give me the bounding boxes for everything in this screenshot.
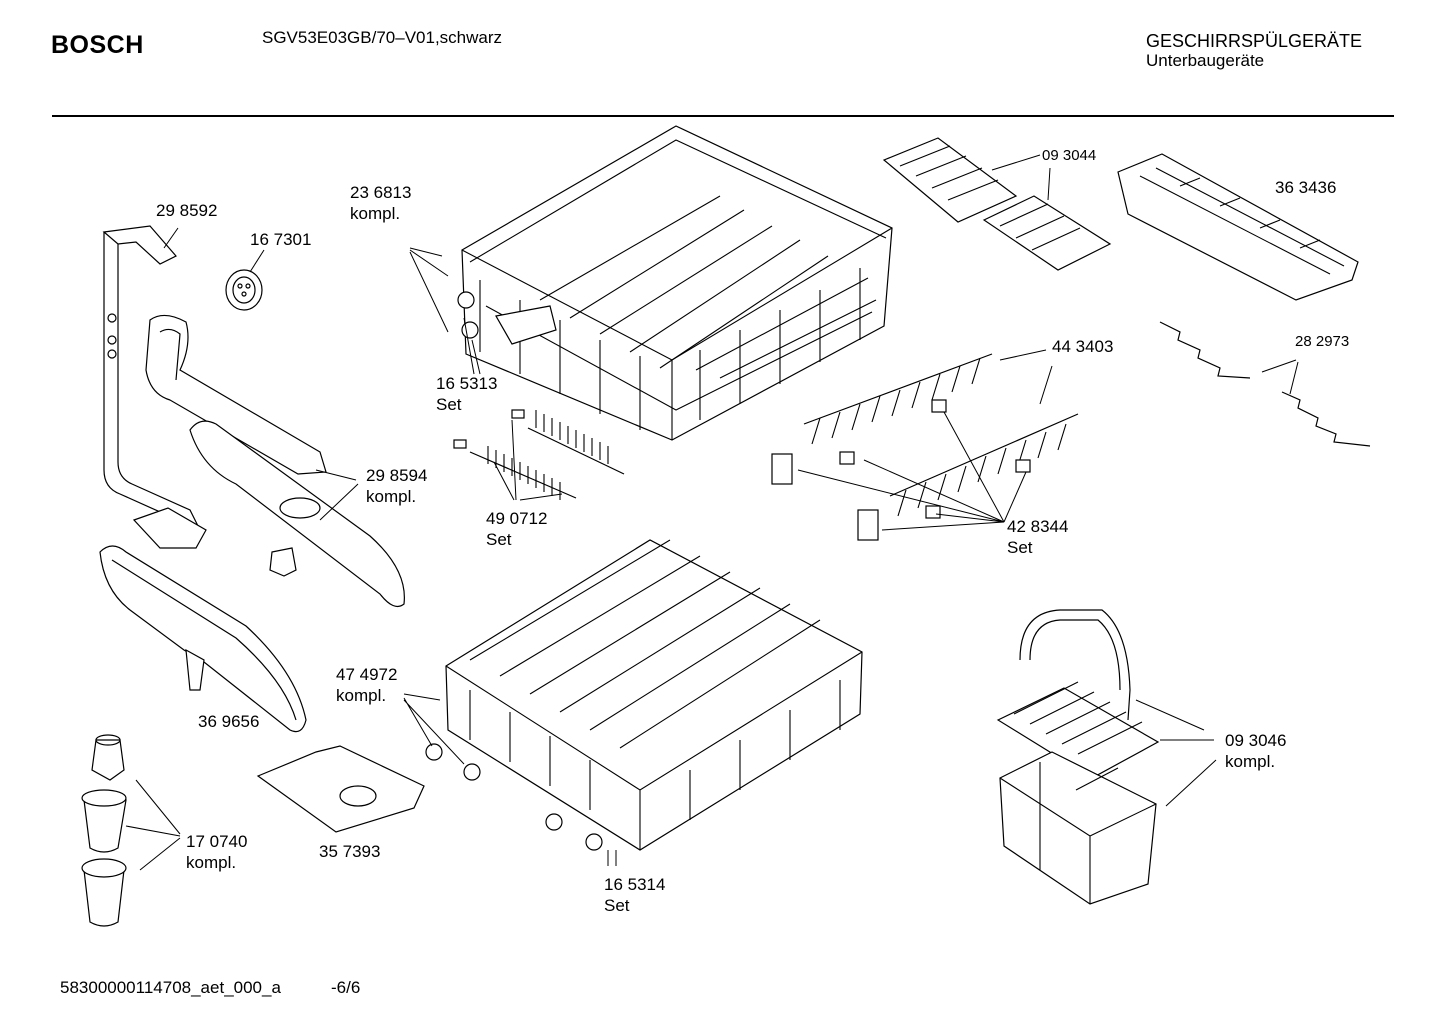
stepped-rails <box>1159 321 1371 447</box>
part-label: 36 3436 <box>1275 178 1336 197</box>
spray-arm-supply-pipe <box>102 225 207 549</box>
part-label: 29 8594 <box>366 466 427 485</box>
folding-tine-rows <box>803 353 1079 517</box>
part-label: 29 8592 <box>156 201 217 220</box>
tine-row-clips <box>771 399 1031 541</box>
part-label: 35 7393 <box>319 842 380 861</box>
part-note: kompl. <box>350 204 400 223</box>
lower-basket <box>425 539 863 851</box>
lower-spray-arm <box>99 545 307 733</box>
part-note: kompl. <box>186 853 236 872</box>
upper-spray-arm-bracket <box>145 314 405 607</box>
model-number: SGV53E03GB/70–V01,schwarz <box>262 28 503 47</box>
part-label: 44 3403 <box>1052 337 1113 356</box>
part-note: Set <box>486 530 512 549</box>
subcategory-title: Unterbaugeräte <box>1146 51 1265 70</box>
part-note: Set <box>1007 538 1033 557</box>
part-note: Set <box>604 896 630 915</box>
part-label: 23 6813 <box>350 183 411 202</box>
part-label: 28 2973 <box>1295 333 1349 350</box>
part-labels: 29 8592 16 7301 23 6813 kompl. 16 5313 S… <box>156 147 1349 915</box>
leader-lines <box>125 154 1299 871</box>
part-note: Set <box>436 395 462 414</box>
cutlery-basket <box>996 609 1160 905</box>
part-label: 42 8344 <box>1007 517 1068 536</box>
cutlery-tray-pair <box>882 137 1112 271</box>
part-label: 16 7301 <box>250 230 311 249</box>
cutlery-drawer <box>1117 153 1359 301</box>
part-note: kompl. <box>1225 752 1275 771</box>
category-title: GESCHIRRSPÜLGERÄTE <box>1146 31 1363 51</box>
filter-cap <box>225 269 263 311</box>
part-label: 47 4972 <box>336 665 397 684</box>
part-note: kompl. <box>336 686 386 705</box>
sump-cover-plate <box>256 745 425 833</box>
part-label: 49 0712 <box>486 509 547 528</box>
document-id: 58300000114708_aet_000_a <box>60 978 281 997</box>
upper-basket <box>457 125 893 441</box>
part-label: 36 9656 <box>198 712 259 731</box>
part-label: 17 0740 <box>186 832 247 851</box>
rack-tine-inserts <box>453 409 625 500</box>
part-note: kompl. <box>366 487 416 506</box>
part-label: 09 3044 <box>1042 147 1096 164</box>
header-divider <box>52 115 1394 117</box>
brand-logo: BOSCH <box>51 31 144 59</box>
page-number: -6/6 <box>331 978 361 997</box>
filter-set <box>81 734 127 927</box>
part-label: 16 5313 <box>436 374 497 393</box>
part-label: 09 3046 <box>1225 731 1286 750</box>
part-label: 16 5314 <box>604 875 665 894</box>
